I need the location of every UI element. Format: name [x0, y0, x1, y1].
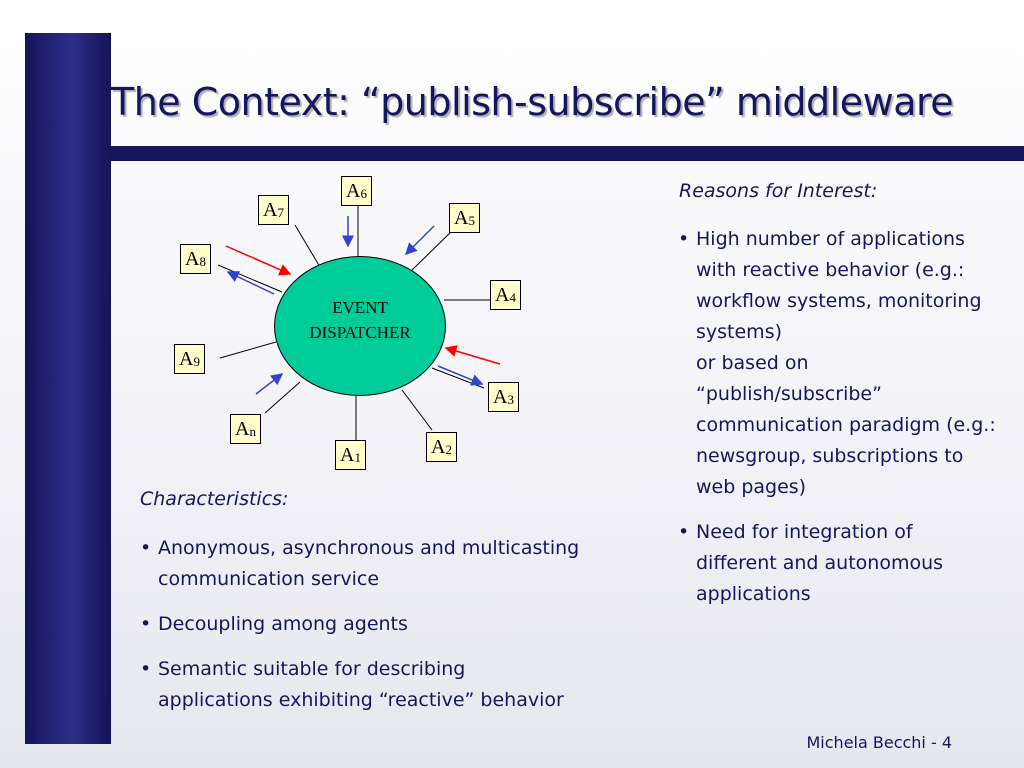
- agent-node-a2: A2: [426, 432, 457, 462]
- publish-subscribe-diagram: EVENT DISPATCHER A6 A7 A5 A8 A4 A9 A3 An…: [170, 170, 540, 480]
- characteristic-text: Anonymous, asynchronous and multicasting…: [158, 537, 580, 590]
- spoke-a9: [219, 341, 277, 359]
- reasons-list: • High number of applications with reacti…: [678, 224, 998, 624]
- agent-node-a7: A7: [258, 195, 289, 225]
- characteristic-text: Semantic suitable for describing applica…: [158, 658, 564, 711]
- subscribe-arrow-a8: [226, 271, 275, 295]
- bullet-icon: •: [140, 613, 152, 635]
- bullet-icon: •: [140, 537, 152, 559]
- agent-node-a3: A3: [488, 382, 519, 412]
- agent-node-a1: A1: [335, 440, 366, 470]
- subscribe-arrow-a3: [437, 365, 484, 386]
- bullet-icon: •: [678, 521, 690, 543]
- subscribe-arrow-a5: [404, 225, 435, 256]
- characteristics-list: • Anonymous, asynchronous and multicastin…: [140, 533, 580, 730]
- title-underline-bar: [111, 146, 1024, 161]
- slide-title: The Context: “publish-subscribe” middlew…: [111, 80, 954, 124]
- subscribe-arrow-an: [255, 373, 284, 395]
- diagram-connectors: [217, 204, 501, 440]
- list-item: • High number of applications with reacti…: [678, 224, 998, 503]
- event-dispatcher-node: EVENT DISPATCHER: [274, 256, 446, 396]
- spoke-an: [264, 381, 301, 414]
- spoke-a3: [431, 367, 485, 389]
- agent-node-a9: A9: [174, 344, 205, 374]
- reasons-heading: Reasons for Interest:: [679, 180, 878, 202]
- left-accent-bar: [25, 33, 111, 744]
- agent-node-a4: A4: [490, 280, 521, 310]
- characteristic-text: Decoupling among agents: [158, 613, 408, 635]
- bullet-icon: •: [140, 658, 152, 680]
- list-item: • Semantic suitable for describing applic…: [140, 654, 580, 716]
- agent-node-a5: A5: [449, 203, 480, 233]
- spoke-a2: [401, 389, 433, 431]
- reason-text: High number of applications with reactiv…: [696, 228, 996, 498]
- bullet-icon: •: [678, 228, 690, 250]
- list-item: • Need for integration of different and a…: [678, 517, 998, 610]
- agent-node-an: An: [230, 414, 261, 444]
- hub-line-1: EVENT: [332, 298, 388, 317]
- list-item: • Decoupling among agents: [140, 609, 580, 640]
- agent-node-a8: A8: [180, 244, 211, 274]
- spoke-a8: [217, 264, 283, 293]
- publish-arrow-a8: [225, 245, 292, 276]
- hub-line-2: DISPATCHER: [309, 323, 411, 342]
- agent-node-a6: A6: [341, 176, 372, 206]
- characteristics-heading: Characteristics:: [140, 488, 289, 510]
- spoke-a5: [409, 227, 456, 273]
- list-item: • Anonymous, asynchronous and multicastin…: [140, 533, 580, 595]
- spoke-a7: [294, 224, 321, 268]
- reason-text: Need for integration of different and au…: [696, 521, 944, 605]
- slide-footer: Michela Becchi - 4: [806, 733, 953, 752]
- event-dispatcher-label: EVENT DISPATCHER: [275, 295, 445, 345]
- publish-arrow-a3: [444, 345, 501, 365]
